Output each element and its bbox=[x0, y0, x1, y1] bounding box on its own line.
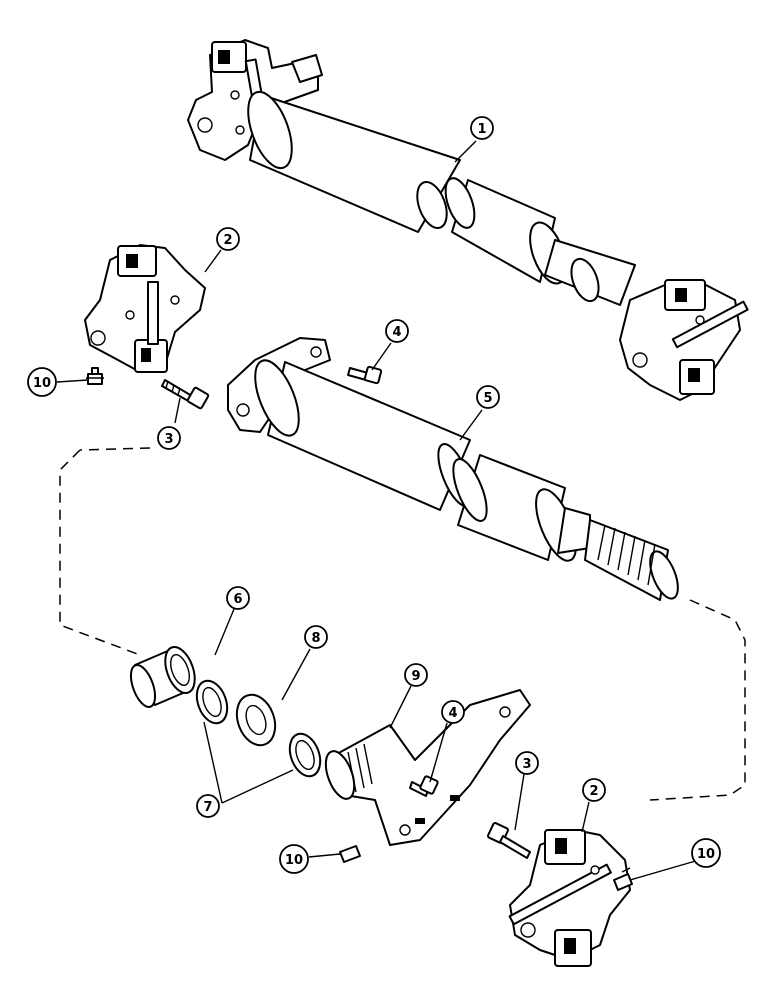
svg-text:6: 6 bbox=[233, 592, 242, 607]
svg-text:7: 7 bbox=[203, 800, 212, 815]
svg-text:5: 5 bbox=[483, 391, 492, 406]
bolt-upper bbox=[161, 379, 210, 410]
callout-2-upper: 2 bbox=[216, 227, 240, 251]
grease-fitting-lower-right bbox=[613, 867, 633, 891]
upper-tube-right bbox=[444, 177, 636, 306]
slip-yoke-9 bbox=[324, 689, 531, 846]
callout-4-lower: 4 bbox=[441, 700, 465, 724]
callout-10-mid: 10 bbox=[279, 844, 309, 874]
slip-shaft-tube-right bbox=[452, 454, 591, 562]
callout-6: 6 bbox=[226, 586, 250, 610]
svg-text:8: 8 bbox=[311, 631, 320, 646]
callout-3-upper: 3 bbox=[157, 426, 181, 450]
svg-text:4: 4 bbox=[392, 325, 401, 340]
svg-text:2: 2 bbox=[589, 784, 598, 799]
upper-right-yoke bbox=[619, 279, 749, 401]
universal-joint-cross-lower bbox=[508, 829, 631, 967]
splined-stub bbox=[584, 519, 679, 601]
callout-9: 9 bbox=[404, 663, 428, 687]
svg-text:10: 10 bbox=[33, 376, 51, 391]
svg-text:10: 10 bbox=[697, 847, 715, 862]
assembly-boundary-dashed bbox=[59, 447, 746, 801]
callout-3-lower: 3 bbox=[515, 751, 539, 775]
callout-5: 5 bbox=[476, 385, 500, 409]
slip-yoke-nut-6 bbox=[129, 646, 196, 708]
bolt-lower bbox=[487, 822, 531, 859]
svg-text:1: 1 bbox=[477, 122, 486, 137]
svg-text:4: 4 bbox=[448, 706, 457, 721]
grease-fitting-upper bbox=[86, 367, 104, 385]
drive-shaft-assembly-1 bbox=[187, 39, 749, 401]
washer-7-lower bbox=[288, 732, 322, 778]
washer-7-upper bbox=[195, 679, 229, 725]
svg-text:10: 10 bbox=[285, 853, 303, 868]
callout-8: 8 bbox=[304, 625, 328, 649]
callout-10-upper: 10 bbox=[27, 367, 57, 397]
svg-text:3: 3 bbox=[522, 757, 531, 772]
svg-text:9: 9 bbox=[411, 669, 420, 684]
grease-fitting-mid bbox=[339, 845, 361, 863]
seal-8 bbox=[235, 693, 277, 747]
callout-10-lower-right: 10 bbox=[691, 838, 721, 868]
svg-text:2: 2 bbox=[223, 233, 232, 248]
callout-4-upper: 4 bbox=[385, 319, 409, 343]
cap-screw-upper bbox=[347, 365, 383, 385]
slip-shaft-assembly-5 bbox=[227, 337, 679, 601]
svg-text:3: 3 bbox=[164, 432, 173, 447]
callout-1: 1 bbox=[470, 116, 494, 140]
callout-7: 7 bbox=[196, 794, 220, 818]
cap-screw-lower bbox=[409, 775, 439, 797]
callout-2-lower: 2 bbox=[582, 778, 606, 802]
upper-tube-left bbox=[247, 90, 461, 233]
universal-joint-cross-upper bbox=[84, 244, 206, 373]
